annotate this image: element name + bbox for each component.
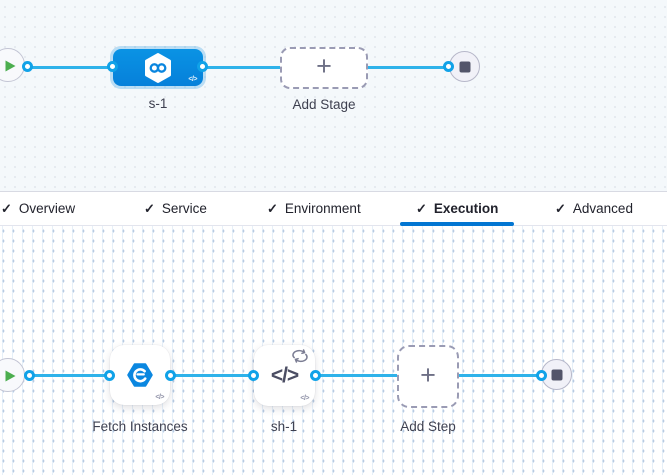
plus-icon: + [420, 359, 436, 390]
tab-label: Execution [433, 201, 499, 216]
looping-strategy-icon [292, 349, 308, 363]
step-node-sh1[interactable]: </> </> [254, 345, 315, 406]
check-icon: ✓ [1, 200, 12, 216]
start-port [24, 370, 35, 381]
code-chip-icon: </> [155, 394, 164, 401]
add-stage-button[interactable]: + [280, 47, 368, 89]
pipeline-end-node[interactable] [449, 51, 480, 82]
tab-label: Service [161, 201, 207, 216]
check-icon: ✓ [416, 200, 427, 216]
fetch-instances-icon [127, 363, 153, 387]
end-port [443, 61, 454, 72]
add-stage-label: Add Stage [292, 97, 356, 112]
code-chip-icon: </> [300, 395, 309, 402]
tab-service[interactable]: ✓ Service [144, 192, 207, 225]
step-node-fetch-instances[interactable]: </> [110, 345, 170, 405]
stage-config-tabbar: ✓ Overview ✓ Service ✓ Environment ✓ Exe… [0, 191, 667, 226]
tab-execution[interactable]: ✓ Execution [400, 192, 515, 226]
execution-graph-canvas[interactable] [0, 226, 667, 475]
check-icon: ✓ [267, 200, 278, 216]
step-out-port [165, 370, 176, 381]
deployment-stage-icon [145, 52, 171, 83]
step-in-port [248, 370, 259, 381]
tab-environment[interactable]: ✓ Environment [267, 192, 361, 225]
tab-label: Environment [284, 201, 361, 216]
tab-label: Overview [18, 201, 76, 216]
pipeline-start-node[interactable] [0, 48, 25, 82]
step-out-port [310, 370, 321, 381]
tab-label: Advanced [572, 201, 633, 216]
step-label: sh-1 [270, 419, 298, 434]
check-icon: ✓ [144, 200, 155, 216]
tab-advanced[interactable]: ✓ Advanced [555, 192, 633, 225]
shell-script-icon: </> [270, 363, 299, 387]
stage-node-s1[interactable]: </> [113, 49, 203, 86]
plus-icon: + [316, 51, 332, 81]
step-in-port [104, 370, 115, 381]
add-step-button[interactable]: + [397, 345, 459, 408]
tab-overview[interactable]: ✓ Overview [1, 192, 75, 225]
play-icon [5, 370, 16, 382]
check-icon: ✓ [555, 200, 566, 216]
add-step-label: Add Step [400, 419, 456, 434]
stop-icon [551, 369, 562, 380]
stage-in-port [107, 61, 118, 72]
stage-graph-canvas[interactable]: </> s-1 + Add Stage [0, 0, 667, 191]
stage-connector-line [27, 66, 449, 69]
start-port [22, 61, 33, 72]
end-port [536, 370, 547, 381]
stop-icon [459, 61, 470, 72]
stage-out-port [197, 61, 208, 72]
code-chip-icon: </> [188, 76, 197, 83]
step-label: Fetch Instances [92, 419, 188, 434]
play-icon [5, 60, 16, 72]
stage-label: s-1 [148, 96, 168, 111]
